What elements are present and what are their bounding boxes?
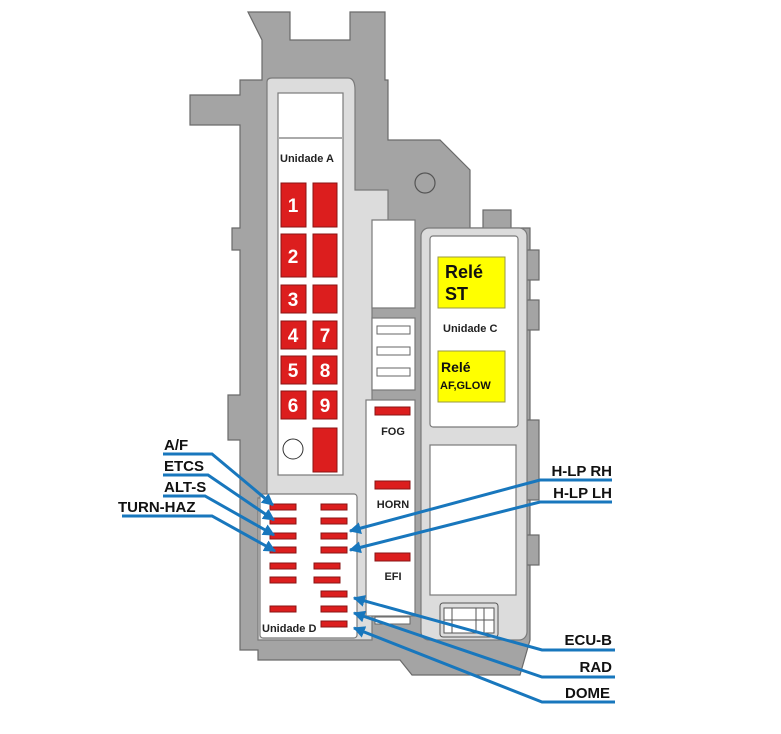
fuse-number: 9 — [320, 396, 331, 417]
fuse-2b — [312, 233, 338, 278]
fuse-number: 3 — [288, 290, 299, 311]
relay-st-label: ST — [445, 284, 468, 304]
unit-c: Relé ST Unidade C Relé AF,GLOW — [420, 227, 528, 641]
fuse-efi — [374, 552, 411, 562]
open-cavity — [371, 219, 416, 309]
fuse-3 — [280, 284, 307, 314]
fuse-number: 4 — [288, 326, 299, 347]
unit-d-label: Unidade D — [262, 623, 316, 635]
fuse-5 — [280, 355, 307, 385]
callout-h-lp-lh: H-LP LH — [553, 485, 612, 502]
callout-h-lp-rh: H-LP RH — [551, 463, 612, 480]
connector-icon — [439, 602, 499, 638]
callout-alt-s: ALT-S — [164, 479, 206, 496]
callout-rad: RAD — [580, 659, 613, 676]
middle-column: FOG HORN EFI — [365, 317, 416, 625]
fuse-efi-label: EFI — [384, 571, 401, 583]
fuse-fog — [374, 406, 411, 416]
leader-lines — [122, 452, 615, 704]
relay-af-glow — [437, 350, 506, 403]
fuse-9 — [312, 390, 338, 420]
relay-st — [437, 256, 506, 309]
fuse-large — [312, 427, 338, 473]
unit-c-label: Unidade C — [443, 323, 497, 335]
fuse-number: 1 — [288, 196, 299, 217]
unit-a-label: Unidade A — [280, 153, 334, 165]
fuse-fog-label: FOG — [381, 426, 405, 438]
fuse-2 — [280, 233, 307, 278]
fuse-1 — [280, 182, 307, 228]
relay-st-label: Relé — [445, 262, 483, 282]
fuse-number: 8 — [320, 361, 331, 382]
fuse-number: 2 — [288, 247, 299, 268]
fuse-number: 5 — [288, 361, 299, 382]
callout-ecu-b: ECU-B — [565, 632, 613, 649]
fuse-number: 6 — [288, 396, 299, 417]
fuse-1b — [312, 182, 338, 228]
callout-dome: DOME — [565, 685, 610, 702]
mount-hole — [282, 438, 304, 460]
callout-etcs: ETCS — [164, 458, 204, 475]
fuse-8 — [312, 355, 338, 385]
fuse-4 — [280, 320, 307, 350]
fuse-horn — [374, 480, 411, 490]
callout-af: A/F — [164, 437, 188, 454]
fuse-3b — [312, 284, 338, 314]
fuse-7 — [312, 320, 338, 350]
unit-a: Unidade A 1 2 3 4 5 6 7 8 9 — [277, 92, 344, 476]
fuse-horn-label: HORN — [377, 499, 409, 511]
relay-glow-label: Relé — [441, 359, 471, 375]
fuse-6 — [280, 390, 307, 420]
relay-glow-label: AF,GLOW — [440, 380, 491, 392]
fuse-number: 7 — [320, 326, 331, 347]
callout-turn-haz: TURN-HAZ — [118, 499, 195, 516]
unit-d: Unidade D — [259, 493, 358, 639]
